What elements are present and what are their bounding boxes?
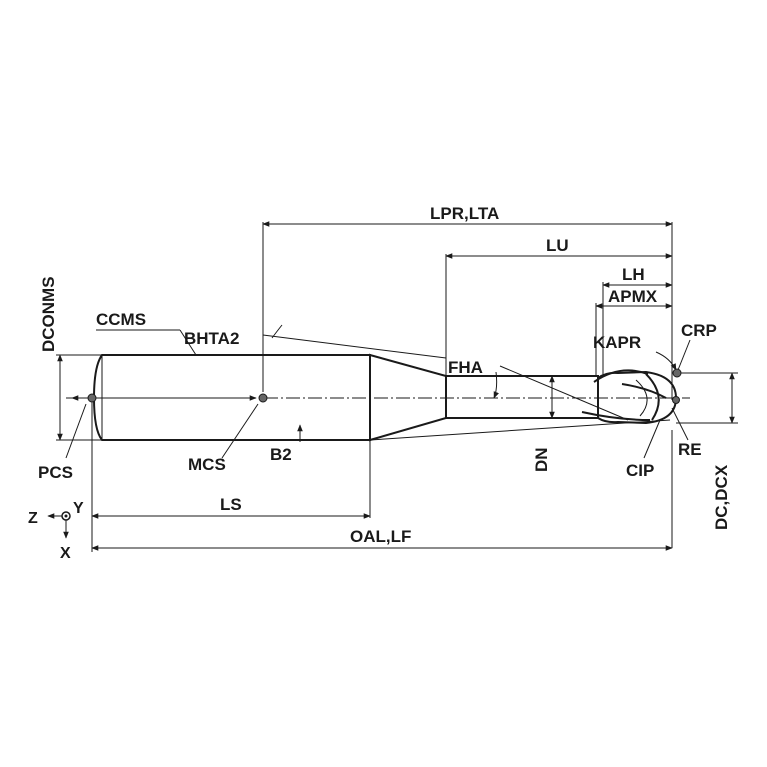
crp-leader [677,339,691,371]
reference-points [87,368,682,404]
crp-point [672,368,682,378]
label-lu: LU [546,236,569,255]
label-bhta2: BHTA2 [184,329,239,348]
coordinate-system: Z Y X [28,500,84,562]
ccms-leader-diag [179,329,197,356]
leader-lines [65,324,691,459]
label-re: RE [678,440,702,459]
cutting-edge-front [645,373,660,421]
label-lh: LH [622,265,645,284]
neck [445,375,599,419]
fha-leader [499,365,629,421]
kapr-arc [655,351,677,371]
label-apmx: APMX [608,287,658,306]
bhta2-arc [271,324,283,339]
axis-label-x: X [60,545,71,562]
mcs-point [258,393,268,403]
axis-label-z: Z [28,510,38,527]
fha-arc [493,371,499,399]
label-dconms: DCONMS [39,276,58,352]
extension-lines [56,222,738,552]
label-kapr: KAPR [593,333,641,352]
flute-lower [581,411,651,421]
pcs-leader [65,403,87,459]
label-fha: FHA [448,358,483,377]
label-cip: CIP [626,461,654,480]
dimension-labels: LPR,LTA LU LH APMX KAPR CRP CCMS BHTA2 F… [38,204,731,546]
pcs-point [87,393,97,403]
flute-center [621,383,667,399]
flute-upper [593,369,649,383]
cip-leader [643,419,661,459]
label-mcs: MCS [188,455,226,474]
label-ls: LS [220,495,242,514]
label-pcs: PCS [38,463,73,482]
label-dc-dcx: DC,DCX [712,464,731,530]
b2-reference-line [369,419,671,441]
axis-label-y: Y [73,500,84,517]
label-ccms: CCMS [96,310,146,329]
bhta2-reference-line [262,334,447,359]
dimension-lines [57,221,735,551]
mcs-leader [221,403,259,459]
label-dn: DN [532,447,551,472]
label-crp: CRP [681,321,717,340]
label-oal-lf: OAL,LF [350,527,411,546]
label-lpr-lta: LPR,LTA [430,204,499,223]
re-leader [671,407,689,441]
re-point [672,396,680,404]
label-b2: B2 [270,445,292,464]
